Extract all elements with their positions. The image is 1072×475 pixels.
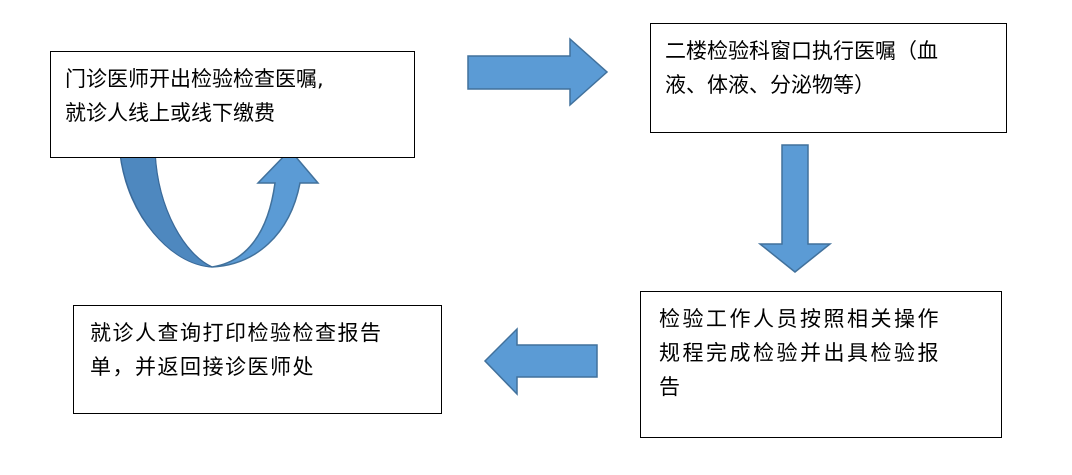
arrow-right-icon bbox=[467, 37, 609, 107]
arrow-left-icon bbox=[483, 327, 598, 396]
u-turn-arrow-icon bbox=[119, 148, 320, 268]
step-3-line-3: 告 bbox=[659, 375, 683, 399]
step-1-line-2: 就诊人线上或线下缴费 bbox=[65, 101, 275, 125]
step-4-line-1: 就诊人查询打印检验检查报告 bbox=[90, 321, 383, 345]
step-1-line-1: 门诊医师开出检验检查医嘱, bbox=[65, 67, 324, 91]
step-1-box: 门诊医师开出检验检查医嘱, 就诊人线上或线下缴费 bbox=[50, 51, 415, 158]
step-2-line-2: 液、体液、分泌物等） bbox=[665, 73, 875, 97]
step-3-box: 检验工作人员按照相关操作 规程完成检验并出具检验报 告 bbox=[640, 291, 1002, 438]
step-2-box: 二楼检验科窗口执行医嘱（血 液、体液、分泌物等） bbox=[650, 23, 1007, 133]
step-3-line-1: 检验工作人员按照相关操作 bbox=[659, 307, 941, 331]
arrow-down-icon bbox=[757, 144, 833, 273]
step-4-box: 就诊人查询打印检验检查报告 单，并返回接诊医师处 bbox=[73, 305, 442, 414]
step-3-line-2: 规程完成检验并出具检验报 bbox=[659, 341, 941, 365]
step-2-line-1: 二楼检验科窗口执行医嘱（血 bbox=[665, 39, 938, 63]
step-4-line-2: 单，并返回接诊医师处 bbox=[90, 355, 315, 379]
